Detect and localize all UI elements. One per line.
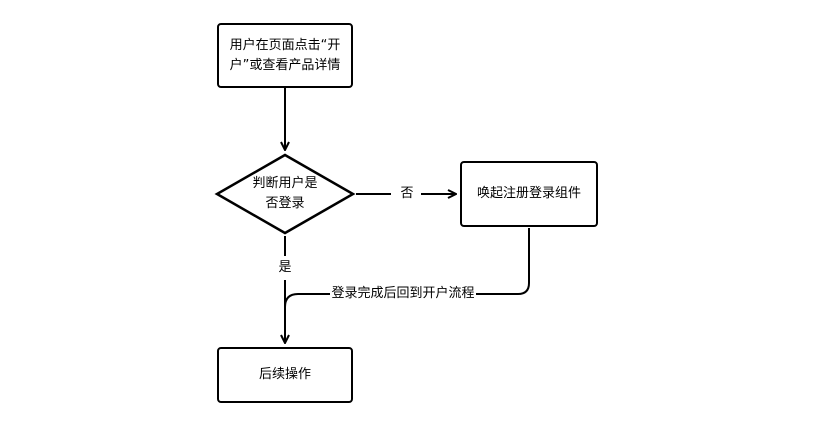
node-decision-line2: 否登录	[265, 196, 305, 211]
node-start-line1: 用户在页面点击“开	[229, 37, 341, 53]
node-next: 后续操作	[217, 347, 353, 403]
node-start-line2: 户”或查看产品详情	[229, 57, 341, 73]
edge-label-yes: 是	[274, 260, 296, 276]
edge-label-return: 登录完成后回到开户流程	[330, 286, 476, 302]
edge-register-return-join	[284, 293, 330, 308]
node-register: 唤起注册登录组件	[460, 161, 598, 227]
node-register-label: 唤起注册登录组件	[476, 186, 581, 201]
decision-diamond	[214, 153, 356, 235]
edge-label-no: 否	[396, 186, 418, 202]
node-start: 用户在页面点击“开 户”或查看产品详情	[217, 23, 353, 88]
node-next-label: 后续操作	[258, 367, 311, 382]
node-decision-line1: 判断用户是	[252, 176, 318, 191]
node-decision-label: 判断用户是 否登录	[235, 174, 335, 214]
edge-register-return	[474, 228, 530, 295]
